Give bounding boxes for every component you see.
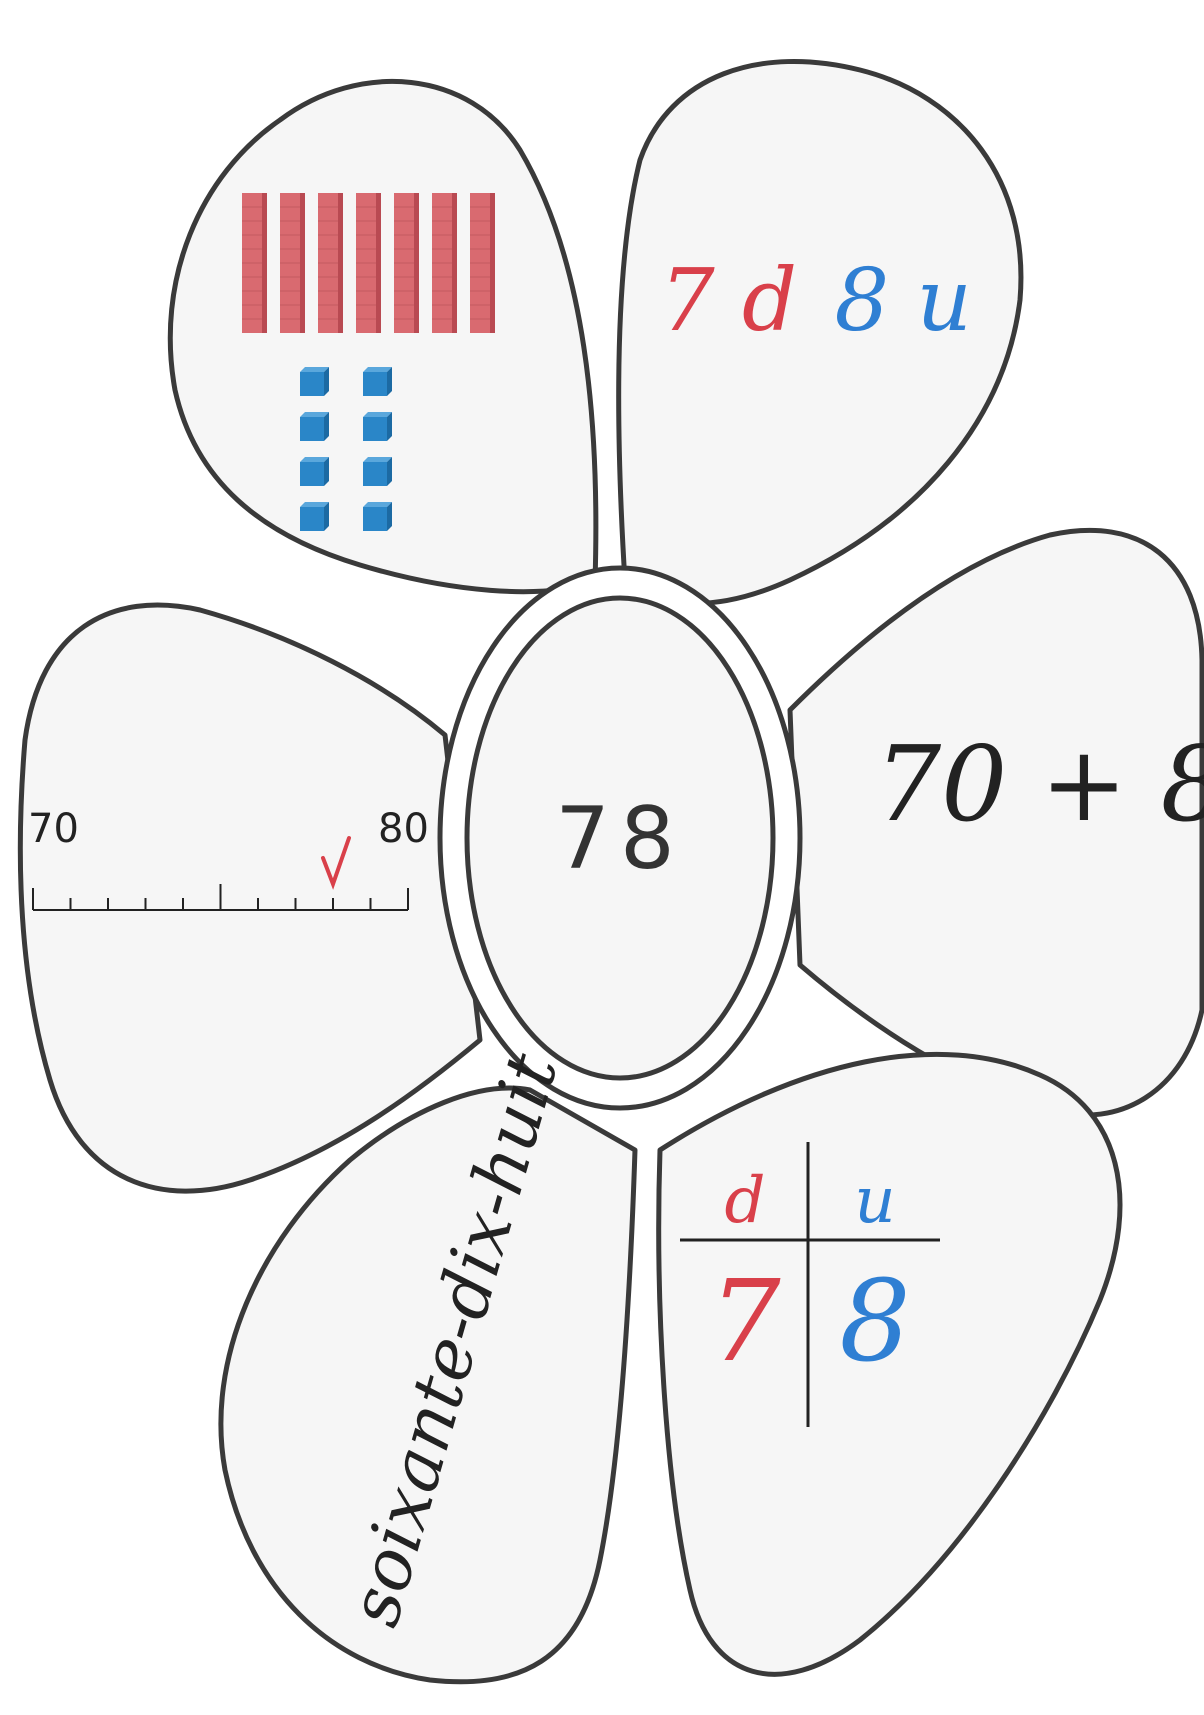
tens-rods: [242, 193, 495, 333]
tens-rod: [470, 193, 495, 333]
sum-expression: 70 + 8: [875, 723, 1204, 845]
tens-units-tens: 7 d: [660, 251, 797, 351]
unit-cube: [363, 502, 392, 531]
tens-rod: [432, 193, 457, 333]
center-oval: [464, 595, 776, 1081]
petal-number-line: [17, 602, 483, 1194]
unit-cube: [363, 412, 392, 441]
table-units-value: 8: [839, 1257, 910, 1387]
unit-cube: [363, 457, 392, 486]
number-line-start-label: 70: [28, 806, 79, 852]
unit-cube: [300, 457, 329, 486]
petal-table: [656, 1051, 1123, 1677]
unit-cube: [363, 367, 392, 396]
unit-cube: [300, 412, 329, 441]
table-tens-value: 7: [709, 1257, 781, 1387]
tens-rod: [242, 193, 267, 333]
svg-text:7 d 8 u: 7 d 8 u: [660, 251, 972, 351]
tens-units-units: 8 u: [834, 251, 971, 351]
tens-rod: [394, 193, 419, 333]
tens-rod: [318, 193, 343, 333]
unit-cube: [300, 367, 329, 396]
table-tens-header: d: [725, 1164, 766, 1238]
number-line-end-label: 80: [378, 806, 429, 852]
petal-tens-units: [616, 58, 1024, 606]
table-units-header: u: [854, 1164, 895, 1238]
check-mark-icon: [321, 836, 351, 890]
center-number: 78: [555, 789, 684, 889]
petal-words: [218, 1085, 638, 1685]
unit-cube: [300, 502, 329, 531]
tens-rod: [356, 193, 381, 333]
number-line-marker: [321, 836, 351, 890]
unit-cubes: [300, 367, 392, 531]
number-line-ticks: [32, 884, 409, 910]
tens-rod: [280, 193, 305, 333]
